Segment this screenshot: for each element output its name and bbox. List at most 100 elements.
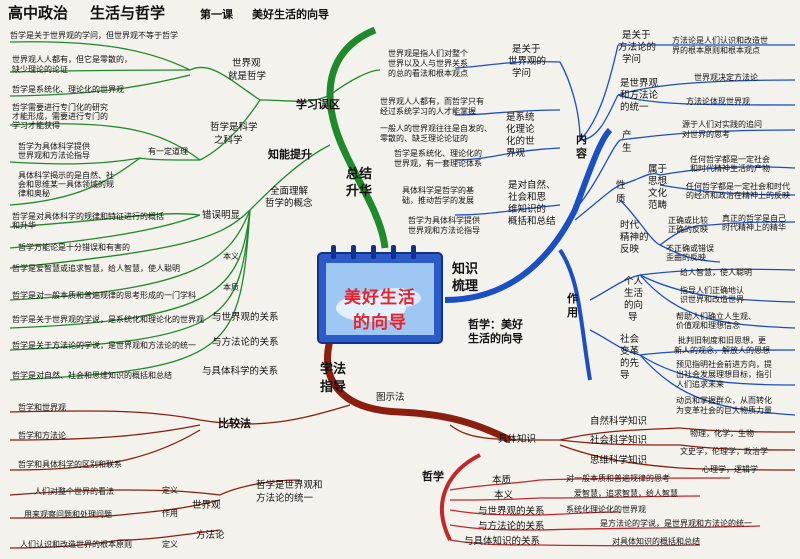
label-wv-phil-2: 就是哲学 (228, 71, 267, 82)
left-item-2b: 缺少理论的论证 (12, 65, 68, 74)
left-item-8: 哲学万能论是十分错误和有害的 (18, 243, 130, 252)
unity-wv-def: 人们对整个世界的看法 (34, 487, 114, 496)
branch-compare: 比较法 (218, 417, 251, 430)
left-item-9: 哲学是爱智慧或追求智慧，给人智慧，使人聪明 (12, 264, 180, 273)
branch-improve: 知能提升 (268, 148, 312, 161)
left-item-6c: 律和奥秘 (18, 189, 50, 198)
mid-g2: 社会和思 (508, 192, 547, 203)
branch-knowledge: 知识 (452, 262, 479, 277)
right-method-desc-2: 界的根本原则和根本观点 (672, 46, 760, 55)
branch-blue-trunk (444, 127, 613, 303)
spec-nat-sci: 自然科学知识 (590, 416, 648, 427)
branch-red-trunk (439, 453, 481, 541)
right-pe4: 帮助人们确立人生观、 (676, 312, 756, 321)
branch-knowledge-2: 梳理 (452, 279, 479, 294)
right-method-study-3: 学问 (622, 54, 642, 65)
mid-sys-3: 化的世 (506, 136, 535, 147)
spec-think-sci: 思维科学知识 (590, 455, 648, 466)
left-item-7a: 哲学是对具体科学的规律和特征进行的概括 (12, 212, 164, 221)
left-item-11: 哲学是关于世界观的学说，是系统化和理论化的世界观 (12, 315, 204, 324)
mid-f1: 哲学为具体科学提供 (408, 216, 480, 225)
unity-method: 方法论 (196, 530, 225, 541)
right-sp1: 正确或比较 (668, 216, 708, 225)
branch-role-2: 用 (567, 306, 578, 319)
right-social-2: 变革 (620, 346, 640, 357)
right-so3: 预见指明社会前进方向，提 (676, 360, 772, 369)
center-node (317, 245, 443, 344)
right-culture-2: 思想 (648, 176, 668, 187)
right-sp4: 时代精神上的精华 (722, 223, 786, 232)
right-sp6: 歪曲的反映 (666, 253, 706, 262)
right-cu4: 的经济和政治在精神上的反映 (686, 191, 790, 200)
branch-content: 内 (576, 133, 587, 146)
mid-a1: 世界观是指人们对整个 (388, 49, 468, 58)
cmp-item-3: 哲学和具体科学的区别和联系 (18, 460, 122, 469)
label-rel-world: 与世界观的关系 (212, 312, 279, 323)
branch-content-2: 容 (576, 147, 587, 160)
mid-e2: 础，推动哲学的发展 (402, 196, 474, 205)
branch-understand-2: 哲学的概念 (265, 198, 313, 209)
label-rel-science: 与具体科学的关系 (202, 366, 279, 377)
right-so6: 动员和掌握群众，从而转化 (676, 396, 772, 405)
branch-unity: 哲学是世界观和 (256, 480, 323, 491)
right-spirit: 时代 (620, 220, 640, 231)
mid-b1: 世界观人人都有，而哲学只有 (380, 97, 484, 106)
branch-specific: 具体知识 (498, 434, 537, 445)
unity-m-def: 人们认识和改造世界的根本原则 (20, 540, 132, 549)
right-spirit-2: 精神的 (620, 232, 649, 243)
mid-f2: 世界观和方法论指导 (408, 226, 480, 235)
branch-diagram: 图示法 (376, 392, 405, 403)
phil-rel-m: 与方法论的关系 (478, 521, 545, 532)
mid-a2: 世界以及人与世界关系 (388, 59, 468, 68)
cmp-item-2: 哲学和方法论 (18, 431, 66, 440)
mid-about-wv: 是关于 (512, 44, 541, 55)
right-u1: 世界观决定方法论 (694, 73, 758, 82)
spec-nat-ex: 物理，化学，生物 (690, 429, 754, 438)
right-origin-desc-2: 对世界的思考 (682, 130, 730, 139)
right-sp2: 正确的反映 (668, 225, 708, 234)
unity-func: 作用 (162, 509, 178, 518)
right-culture-4: 范畴 (648, 200, 668, 211)
left-item-5b: 世界观和方法论指导 (18, 151, 90, 160)
unity-wv: 世界观 (192, 500, 221, 511)
unity-def: 定义 (162, 486, 178, 495)
branch-understand: 全面理解 (270, 186, 309, 197)
label-essence: 本质 (223, 283, 239, 292)
left-item-7b: 和升华 (12, 221, 36, 230)
left-item-3: 哲学是系统化、理论化的世界观 (12, 85, 124, 94)
right-spirit-3: 反映 (620, 244, 640, 255)
right-nature-2: 质 (616, 194, 626, 205)
mid-sys-4: 界观 (506, 148, 526, 159)
mid-about-wv-3: 学问 (512, 68, 532, 79)
right-culture-3: 文化 (648, 188, 668, 199)
right-personal-2: 生活 (624, 288, 644, 299)
label-some-truth: 有一定道理 (148, 147, 188, 156)
branch-philosophy: 哲学 (422, 470, 444, 483)
left-item-6a: 具体科学揭示的是自然、社 (18, 171, 114, 180)
phil-rel-m-desc: 是方法论的学说，是世界观和方法论的统一 (600, 519, 752, 528)
right-pe1: 给人智慧，使人聪明 (680, 268, 752, 277)
right-nature: 性 (616, 180, 626, 191)
right-so1: 批判旧制度和旧思想，更 (678, 336, 766, 345)
right-culture: 属于 (648, 164, 668, 175)
right-method-study-2: 方法论的 (618, 42, 657, 53)
mid-about-wv-2: 世界观的 (508, 56, 547, 67)
unity-def-2: 定义 (162, 540, 178, 549)
right-method-study: 是关于 (622, 30, 651, 41)
left-item-4b: 才能形成，需要进行专门的 (12, 112, 108, 121)
right-personal-3: 的向 (624, 300, 644, 311)
mid-g4: 概括和总结 (508, 216, 556, 227)
right-origin: 产 (622, 130, 632, 141)
right-pe5: 价值观和理想信念 (676, 321, 740, 330)
right-so4: 出社会发展理想目标，指引 (676, 370, 772, 379)
phil-essence-desc: 对一般本质和普遍规律的思考 (566, 474, 670, 483)
right-social-4: 导 (620, 370, 630, 381)
mid-sys-2: 化理论 (506, 124, 535, 135)
label-wv-phil: 世界观 (232, 58, 261, 69)
spec-soc-ex: 文史学，伦理学，政治学 (680, 447, 768, 456)
label-sci-phil-2: 之科学 (214, 135, 243, 146)
right-social: 社会 (620, 334, 640, 345)
right-pe2: 指导人们正确地认 (680, 286, 744, 295)
mid-b2: 经过系统学习的人才能掌握 (380, 107, 476, 116)
spec-soc-sci: 社会科学知识 (590, 435, 648, 446)
